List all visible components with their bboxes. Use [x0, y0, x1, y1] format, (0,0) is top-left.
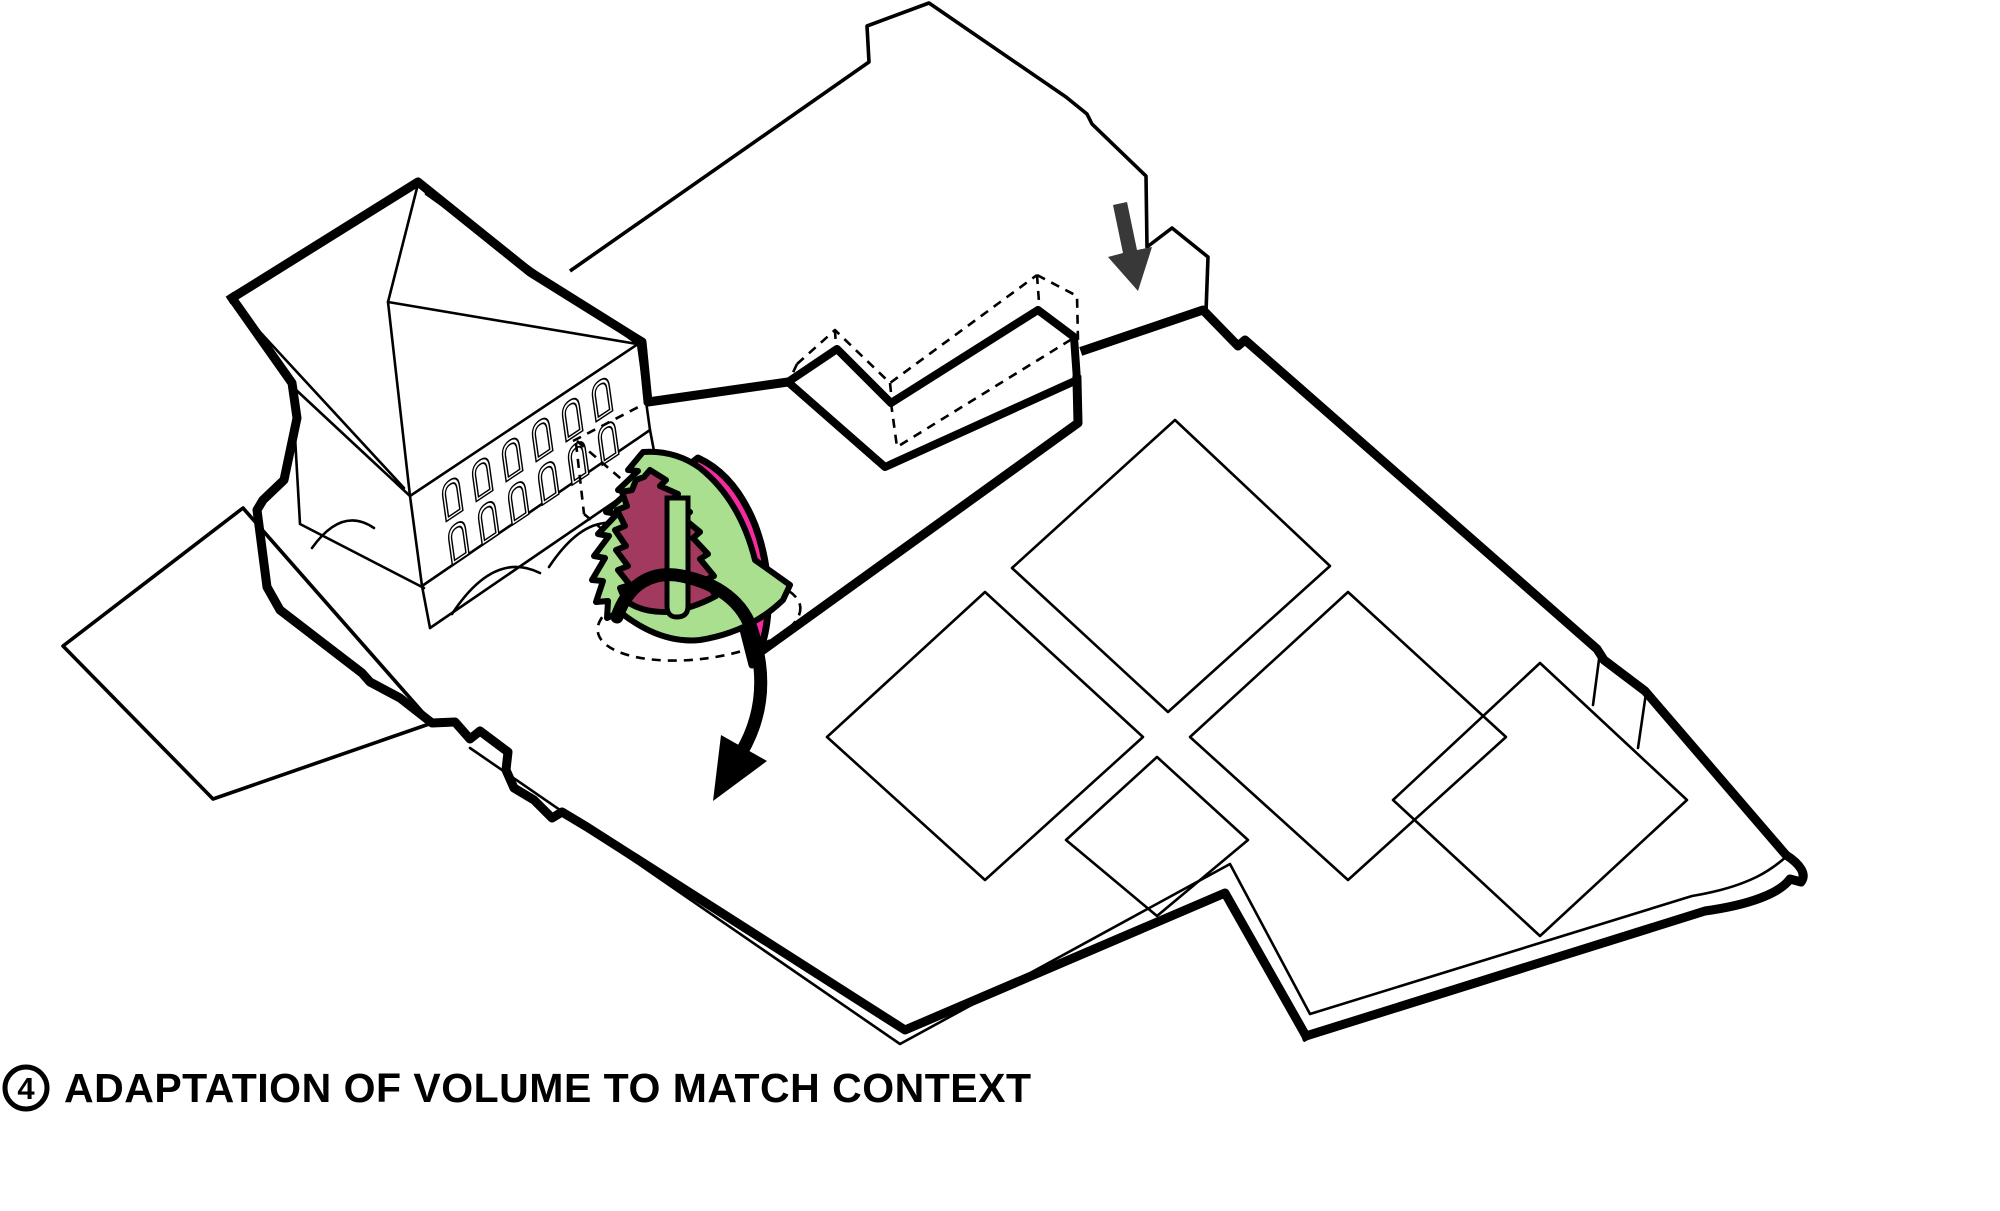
building-windows: [441, 377, 620, 567]
block-courtyard: [1391, 661, 1689, 938]
hidden-edge-dashed: [574, 442, 586, 515]
site-boundary-bottom-left: [225, 291, 1313, 1043]
caption-number: 4: [17, 1071, 35, 1106]
hidden-edge-on-roof-dashed: [889, 337, 1073, 449]
swoop-arrow-shaft: [610, 568, 768, 760]
building-annex-arch: [310, 519, 376, 550]
hidden-edge-dashed: [572, 401, 647, 443]
tree-canopy-shadow-ellipse: [596, 576, 802, 662]
site-boundary-top: [225, 177, 794, 407]
building-annex: [234, 304, 426, 590]
caption-number-badge: [2, 1064, 50, 1112]
adapted-volume-highlight: [784, 306, 1081, 471]
site-boundary-right: [1079, 305, 1808, 1042]
new-volume-base-edge: [756, 375, 1083, 657]
building-roof-hip: [386, 182, 420, 498]
block-courtyard: [1064, 755, 1250, 918]
building-roof-ridge: [386, 300, 639, 346]
block-courtyard: [1188, 590, 1508, 882]
block-courtyard: [1010, 418, 1332, 714]
entry-arrow: [1108, 202, 1152, 291]
swoop-arrow-head: [713, 735, 767, 801]
block-courtyard: [825, 590, 1145, 882]
street-divider-line: [1636, 691, 1648, 750]
existing-building: [234, 182, 660, 630]
swoop-arrow: [610, 568, 768, 801]
building-roof-edge: [424, 192, 648, 352]
city-blocks: [468, 418, 1790, 1046]
site-boundary: [225, 177, 1808, 1043]
tree-trunk: [664, 495, 691, 620]
neighbor-block-outline: [568, 1, 1210, 313]
street-edge-line: [468, 746, 1790, 1046]
caption: 4 ADAPTATION OF VOLUME TO MATCH CONTEXT: [2, 1064, 1032, 1112]
arcade-arch: [450, 565, 542, 616]
hidden-edge-dashed: [576, 440, 763, 601]
street-divider-line: [1591, 650, 1602, 707]
neighbor-parcel-outline: [61, 506, 434, 801]
caption-text: ADAPTATION OF VOLUME TO MATCH CONTEXT: [64, 1065, 1032, 1111]
